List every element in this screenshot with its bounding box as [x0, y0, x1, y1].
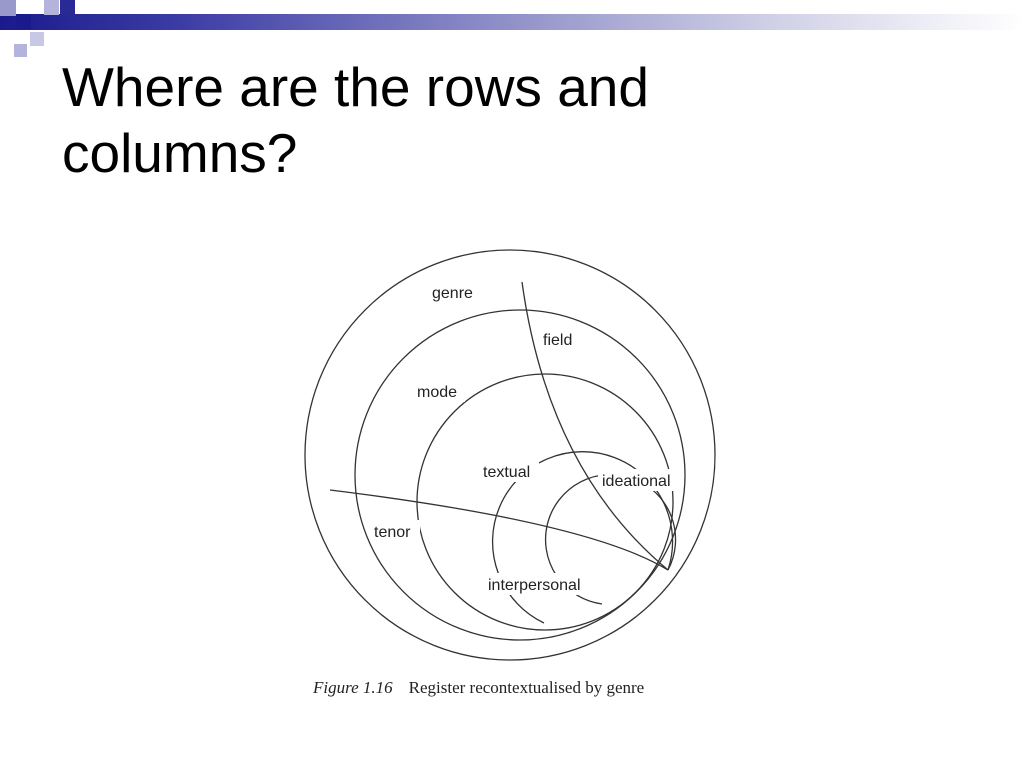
figure-number: Figure 1.16 — [313, 678, 393, 697]
genre-circle — [304, 249, 716, 661]
field-label: field — [543, 332, 572, 349]
field-divider-curve — [521, 281, 669, 571]
deco-square-dark — [16, 14, 31, 29]
deco-square-light — [0, 0, 16, 16]
figure-caption: Figure 1.16 Register recontextualised by … — [313, 678, 644, 698]
deco-square-light — [14, 44, 27, 57]
header-gradient-band — [0, 14, 1024, 30]
deco-square-dark — [60, 0, 75, 15]
field-tenor-circle — [354, 309, 686, 641]
interpersonal-label-bg — [484, 573, 596, 595]
genre-label: genre — [432, 285, 473, 302]
ideational-label: ideational — [602, 473, 671, 490]
slide-title-line-1: Where are the rows and — [62, 56, 649, 118]
figure-caption-text: Register recontextualised by genre — [408, 678, 645, 697]
tenor-divider-curve — [329, 489, 669, 571]
mode-label: mode — [417, 384, 457, 401]
tenor-label-bg — [370, 520, 420, 542]
slide-title: Where are the rows and columns? — [62, 54, 822, 186]
deco-square-light — [44, 0, 59, 15]
slide-title-line-2: columns? — [62, 122, 298, 184]
corner-decoration — [0, 0, 80, 70]
interpersonal-label: interpersonal — [488, 577, 581, 594]
ideational-label-bg — [598, 469, 682, 491]
deco-square-light — [30, 32, 44, 46]
textual-label-bg — [479, 460, 539, 482]
tenor-label: tenor — [374, 524, 411, 541]
mode-label-bg — [413, 380, 465, 402]
genre-label-bg — [428, 281, 484, 303]
textual-label: textual — [483, 464, 530, 481]
field-label-bg — [539, 328, 581, 350]
register-genre-diagram: genre field mode textual ideational teno… — [304, 249, 716, 661]
